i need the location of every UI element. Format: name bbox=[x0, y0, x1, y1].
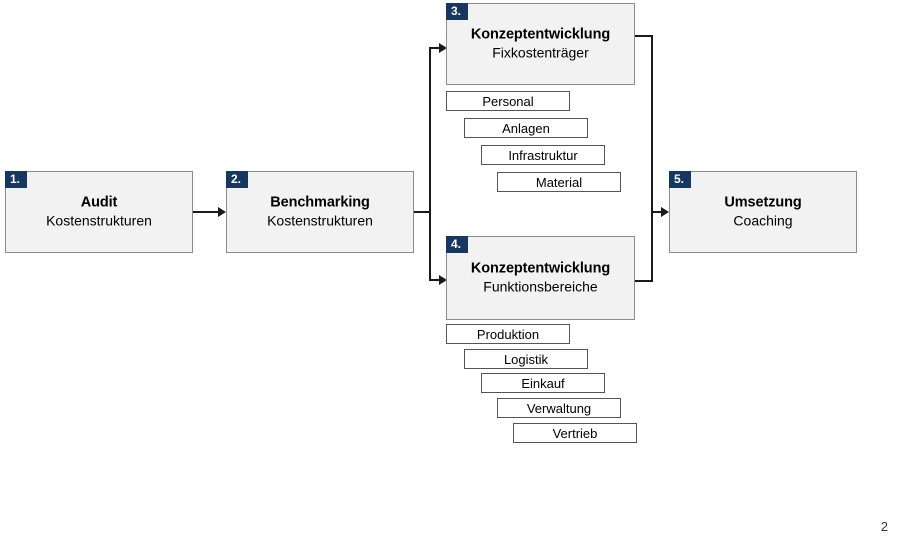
stage-number-badge-5: 5. bbox=[669, 171, 691, 188]
arrow-head-into-stage-3 bbox=[439, 43, 447, 53]
connector-into-stage-3 bbox=[429, 47, 442, 49]
arrow-head-into-stage-5 bbox=[661, 207, 669, 217]
step-box-verwaltung[interactable]: Verwaltung bbox=[497, 398, 621, 418]
step-box-produktion[interactable]: Produktion bbox=[446, 324, 570, 344]
stage-title-5: Umsetzung bbox=[724, 194, 802, 211]
stage-text-2: Benchmarking Kostenstrukturen bbox=[227, 195, 413, 230]
step-box-anlagen[interactable]: Anlagen bbox=[464, 118, 588, 138]
stage-subtitle-3: Fixkostenträger bbox=[492, 44, 589, 61]
step-box-infrastruktur[interactable]: Infrastruktur bbox=[481, 145, 605, 165]
stage-subtitle-4: Funktionsbereiche bbox=[483, 278, 598, 295]
stage-box-2-benchmarking[interactable]: 2. Benchmarking Kostenstrukturen bbox=[226, 171, 414, 253]
connector-1-to-2 bbox=[193, 211, 220, 213]
connector-2-split-stub bbox=[414, 211, 431, 213]
connector-from-stage-3 bbox=[635, 35, 653, 37]
step-box-vertrieb[interactable]: Vertrieb bbox=[513, 423, 637, 443]
connector-into-stage-5 bbox=[651, 211, 665, 213]
stage-text-3: Konzeptentwicklung Fixkostenträger bbox=[447, 27, 634, 62]
stage-text-4: Konzeptentwicklung Funktionsbereiche bbox=[447, 261, 634, 296]
connector-into-stage-4 bbox=[429, 279, 442, 281]
stage-number-badge-4: 4. bbox=[446, 236, 468, 253]
connector-2-split-up bbox=[429, 47, 431, 213]
stage-subtitle-2: Kostenstrukturen bbox=[267, 212, 373, 229]
stage-box-5-umsetzung[interactable]: 5. Umsetzung Coaching bbox=[669, 171, 857, 253]
stage-box-4-konzeptentwicklung-funktionsbereiche[interactable]: 4. Konzeptentwicklung Funktionsbereiche bbox=[446, 236, 635, 320]
step-box-logistik[interactable]: Logistik bbox=[464, 349, 588, 369]
stage-text-5: Umsetzung Coaching bbox=[670, 195, 856, 230]
stage-title-2: Benchmarking bbox=[270, 194, 370, 211]
stage-number-badge-2: 2. bbox=[226, 171, 248, 188]
stage-box-1-audit[interactable]: 1. Audit Kostenstrukturen bbox=[5, 171, 193, 253]
connector-merge-vertical bbox=[651, 35, 653, 281]
step-box-material[interactable]: Material bbox=[497, 172, 621, 192]
stage-title-4: Konzeptentwicklung bbox=[470, 260, 611, 277]
stage-title-1: Audit bbox=[80, 194, 118, 211]
step-box-einkauf[interactable]: Einkauf bbox=[481, 373, 605, 393]
connector-from-stage-4 bbox=[635, 280, 653, 282]
stage-text-1: Audit Kostenstrukturen bbox=[6, 195, 192, 230]
page-number: 2 bbox=[880, 519, 888, 534]
stage-box-3-konzeptentwicklung-fixkostentraeger[interactable]: 3. Konzeptentwicklung Fixkostenträger bbox=[446, 3, 635, 85]
arrow-head-into-stage-4 bbox=[439, 275, 447, 285]
step-box-personal[interactable]: Personal bbox=[446, 91, 570, 111]
connector-2-split-down bbox=[429, 211, 431, 280]
stage-title-3: Konzeptentwicklung bbox=[470, 26, 611, 43]
arrow-head-into-stage-2 bbox=[218, 207, 226, 217]
stage-subtitle-1: Kostenstrukturen bbox=[46, 212, 152, 229]
stage-number-badge-1: 1. bbox=[5, 171, 27, 188]
stage-subtitle-5: Coaching bbox=[733, 212, 793, 229]
stage-number-badge-3: 3. bbox=[446, 3, 468, 20]
